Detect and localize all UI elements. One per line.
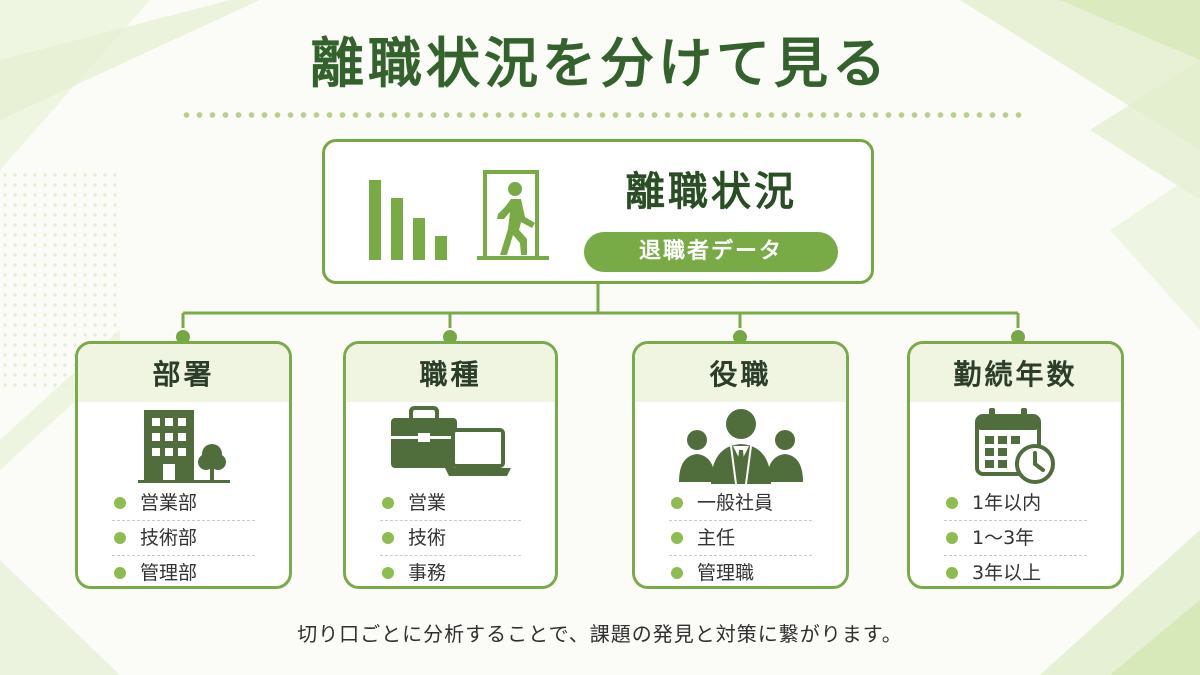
card-title: 役職 bbox=[635, 344, 846, 402]
list-item: 営業 bbox=[380, 486, 521, 521]
bullet-dot bbox=[946, 567, 958, 579]
list-item: 営業部 bbox=[112, 486, 255, 521]
bullet-dot bbox=[671, 532, 683, 544]
bullet-dot bbox=[114, 567, 126, 579]
category-card-job-type: 職種 営業 技術 事務 bbox=[343, 341, 558, 589]
category-card-department: 部署 営業部 技術部 管理部 bbox=[75, 341, 292, 589]
bullet-dot bbox=[671, 567, 683, 579]
list-item: 1年以内 bbox=[944, 486, 1087, 521]
briefcase-laptop-icon bbox=[390, 406, 511, 476]
center-title: 離職状況 bbox=[625, 169, 797, 215]
office-building-icon bbox=[137, 410, 230, 483]
list-item: 事務 bbox=[380, 556, 521, 586]
title-dotted-divider bbox=[180, 111, 1025, 119]
list-item: 技術 bbox=[380, 521, 521, 556]
calendar-clock-icon bbox=[974, 408, 1055, 484]
list-item: 主任 bbox=[669, 521, 812, 556]
exit-door-icon bbox=[477, 170, 549, 260]
card-title: 勤続年数 bbox=[910, 344, 1121, 402]
list-item: 一般社員 bbox=[669, 486, 812, 521]
footer-caption: 切り口ごとに分析することで、課題の発見と対策に繋がります。 bbox=[297, 622, 903, 646]
list-item: 管理職 bbox=[669, 556, 812, 586]
bullet-dot bbox=[382, 567, 394, 579]
bullet-dot bbox=[114, 497, 126, 509]
card-title: 部署 bbox=[78, 344, 289, 402]
bar-chart-icon bbox=[369, 180, 447, 260]
center-node: 離職状況 退職者データ bbox=[322, 139, 874, 284]
list-item: 1〜3年 bbox=[944, 521, 1087, 556]
bullet-dot bbox=[946, 497, 958, 509]
page-title: 離職状況を分けて見る bbox=[310, 32, 890, 95]
card-title: 職種 bbox=[346, 344, 555, 402]
people-group-icon bbox=[678, 409, 803, 485]
bullet-dot bbox=[382, 532, 394, 544]
center-subtitle-pill: 退職者データ bbox=[584, 232, 838, 272]
list-item: 3年以上 bbox=[944, 556, 1087, 586]
category-card-position: 役職 一般社員 主任 管理職 bbox=[632, 341, 849, 589]
bullet-dot bbox=[114, 532, 126, 544]
category-card-tenure: 勤続年数 1年以内 1〜3年 3年以上 bbox=[907, 341, 1124, 589]
list-item: 管理部 bbox=[112, 556, 255, 586]
bullet-dot bbox=[946, 532, 958, 544]
bullet-dot bbox=[671, 497, 683, 509]
bullet-dot bbox=[382, 497, 394, 509]
list-item: 技術部 bbox=[112, 521, 255, 556]
